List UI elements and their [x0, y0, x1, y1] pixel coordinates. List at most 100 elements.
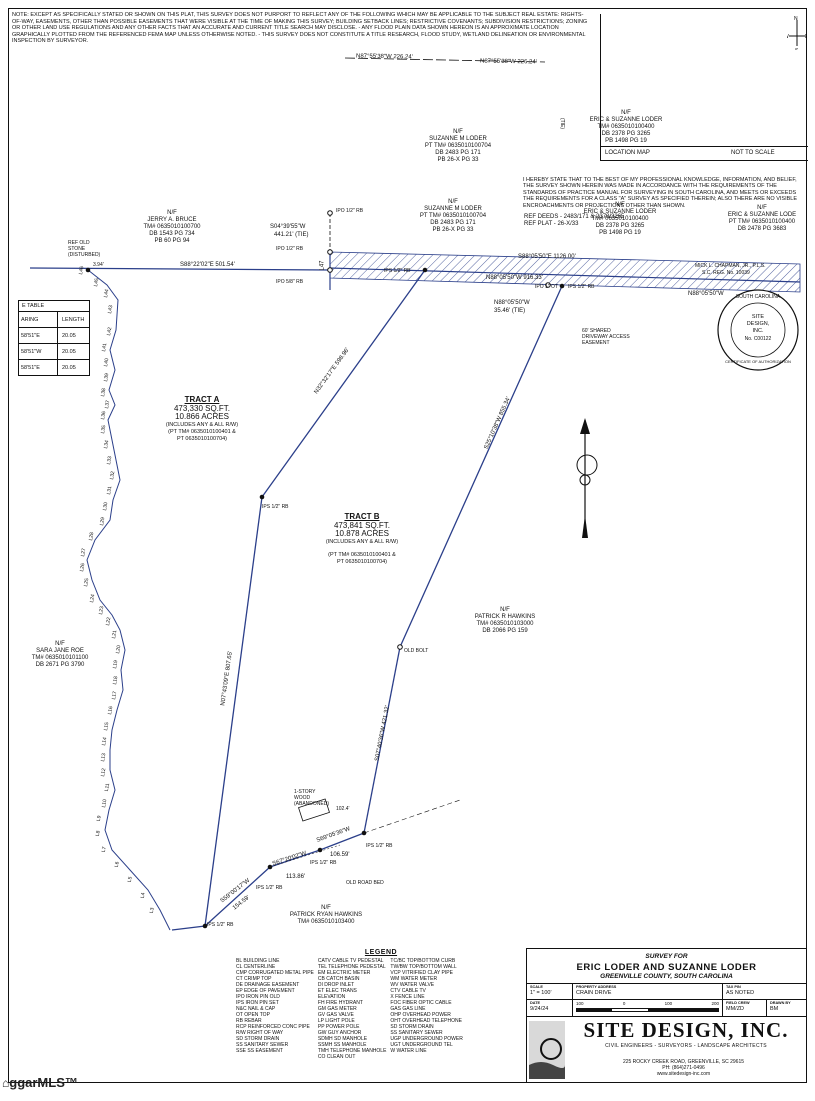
- legend-item: OHP OVERHEAD POWER: [390, 1012, 451, 1018]
- bearing-n88-tie: N88°05'50"W: [494, 300, 530, 306]
- legend-item: WV WATER VALVE: [390, 982, 435, 988]
- company-address: 225 ROCKY CREEK ROAD, GREENVILLE, SC 296…: [622, 1059, 745, 1077]
- label-ips-e: IPS 1/2" RB: [256, 885, 283, 891]
- disclaimer-note: NOTE: EXCEPT AS SPECIFICALLY STATED OR S…: [12, 12, 588, 44]
- line-l47: L47: [319, 260, 326, 271]
- creek-line: [86, 269, 171, 931]
- legend-item: FH FIRE HYDRANT: [317, 1000, 363, 1006]
- legend-item: OT OPEN TOP: [236, 1012, 270, 1018]
- legend-item: UGP UNDERGROUND POWER: [390, 1036, 463, 1042]
- legend-item: X FENCE LINE: [390, 994, 425, 1000]
- bearing-n88-05-b: N88°05'50"W: [688, 291, 724, 297]
- date-value: 9/24/24: [530, 1005, 549, 1012]
- pin-ipo-58: [327, 267, 333, 273]
- legend-item: PP POWER POLE: [317, 1024, 360, 1030]
- creek-line-label: L4: [139, 891, 147, 899]
- legend-item: CMP CORRUGATED METAL PIPE: [236, 970, 314, 976]
- legend-item: GW GUY ANCHOR: [317, 1030, 362, 1036]
- client-names: ERIC LODER AND SUZANNE LODER: [576, 962, 757, 973]
- legend-item: CATV CABLE TV PEDESTAL: [317, 958, 384, 964]
- creek-line-label: L24: [89, 593, 97, 603]
- creek-line-label: L28: [87, 532, 96, 542]
- north-arrow-icon: [576, 418, 598, 538]
- legend-item: RB REBAR: [236, 1018, 262, 1024]
- home-icon: ⌂: [2, 1076, 10, 1090]
- creek-line-label: L16: [106, 706, 115, 716]
- legend-item: DI DROP INLET: [317, 982, 355, 988]
- creek-line-label: L21: [110, 629, 119, 639]
- legend-item: CB CATCH BASIN: [317, 976, 360, 982]
- label-ref-stone: REF OLD STONE (DISTURBED): [68, 240, 101, 258]
- legend-item: SDMH SD MANHOLE: [317, 1036, 368, 1042]
- location-map-scale: NOT TO SCALE: [731, 150, 775, 156]
- creek-line-label: L34: [102, 439, 111, 450]
- shed-structure: [298, 798, 330, 822]
- bearing-n88-tie-d: 35.46' (TIE): [494, 308, 526, 314]
- label-old-bolt: OLD BOLT: [404, 648, 429, 654]
- bearing-s67-d: 113.86': [286, 874, 306, 880]
- bearing-s88-05: S88°05'50"E 1126.00': [518, 254, 576, 260]
- creek-line-label: L7: [100, 845, 108, 853]
- surveyor-name: MICK L. CHAPMAN, JR., P.L.S.: [695, 263, 766, 269]
- pin-ipo-mid: [327, 249, 333, 255]
- creek-line-label: L18: [111, 675, 120, 685]
- surveyor-certification: I HEREBY STATE THAT TO THE BEST OF MY PR…: [523, 177, 797, 209]
- legend-item: UGT UNDERGROUND TEL: [390, 1042, 453, 1048]
- seal-icon: [717, 289, 799, 371]
- creek-line-label: L26: [78, 562, 87, 573]
- legend-item: LP LIGHT POLE: [317, 1018, 355, 1024]
- legend-title: LEGEND: [364, 949, 398, 956]
- creek-line-label: L20: [114, 644, 123, 655]
- creek-line-label: L44: [102, 288, 111, 299]
- top-bearing-2: N87°55'38"W 226.24': [479, 58, 537, 66]
- bearing-n88-05-a: N88°05'50"W 916.33': [486, 275, 543, 281]
- creek-line-label: L41: [100, 342, 109, 352]
- field-crew: MM/ZD: [726, 1005, 745, 1012]
- legend-item: SSE SS EASEMENT: [236, 1048, 283, 1054]
- pin-ips-f: [202, 923, 208, 929]
- label-ips-b: IPS 1/2" RB: [568, 284, 595, 290]
- legend-item: IPO IRON PIN OLD: [236, 994, 280, 1000]
- legend-item: GV GAS VALVE: [317, 1012, 354, 1018]
- creek-line-label: L32: [108, 470, 117, 480]
- legend-item: SS SANITARY SEWER: [390, 1030, 443, 1036]
- company-logo-icon: [529, 1021, 565, 1079]
- bearing-s69-d: 106.59': [330, 852, 350, 858]
- legend-item: ELEVATION: [317, 994, 346, 1000]
- ref-deeds: REF DEEDS - 2483/171 & 2378/3265: [524, 214, 625, 220]
- company-logo: SITE DESIGN, INC. CIVIL ENGINEERS - SURV…: [565, 1018, 807, 1049]
- legend-item: GM GAS METER: [317, 1006, 357, 1012]
- legend-item: ET ELEC TRANS: [317, 988, 357, 994]
- label-ips-mid: IPS 1/2" RB: [262, 504, 289, 510]
- east-boundary-s07: [363, 646, 401, 834]
- creek-line-label: L15: [103, 721, 111, 731]
- scale-bar: [576, 1008, 719, 1012]
- creek-line-label: L9: [96, 815, 104, 822]
- creek-line-label: L40: [103, 357, 111, 368]
- sheet-border: [8, 8, 807, 1083]
- creek-line-label: L42: [105, 327, 113, 337]
- compass-w: W: [787, 34, 789, 40]
- legend-item: CO CLEAN OUT: [317, 1054, 356, 1060]
- label-one-story: 1-STORY WOOD (ABANDONED): [294, 789, 330, 807]
- label-ipo-1: IPO 1" OT: [535, 284, 558, 290]
- creek-line-label: L46: [78, 265, 86, 276]
- location-map: N W E S LOCATION MAP NOT TO SCALE N/FERI…: [590, 14, 809, 161]
- tract-divider-n32: [261, 269, 426, 498]
- survey-for: SURVEY FOR: [645, 953, 688, 960]
- legend-item: N&C NAIL & CAP: [236, 1006, 276, 1012]
- legend-item: BL BUILDING LINE: [236, 958, 280, 964]
- creek-line-label: L39: [102, 373, 111, 383]
- bearing-s04-d: 441.21' (TIE): [274, 232, 309, 238]
- label-ipo-58: IPO 5/8" RB: [276, 279, 304, 285]
- seal-no: No. C00122: [744, 336, 772, 342]
